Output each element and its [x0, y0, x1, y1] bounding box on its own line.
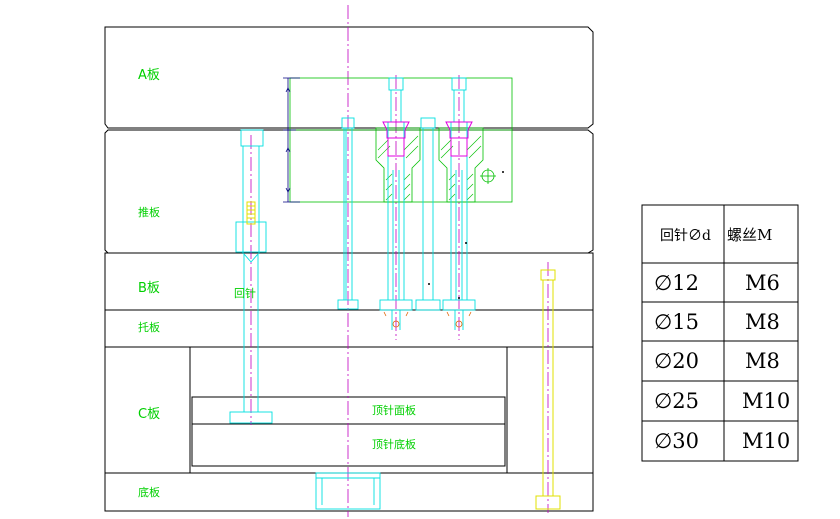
cavity-insert-2 — [445, 121, 473, 157]
reference-dot — [502, 171, 504, 173]
return-pin — [229, 129, 273, 424]
table-header-pin: 回针∅d — [660, 228, 711, 244]
table-cell-m: M10 — [742, 429, 790, 453]
support-plate-label: 托板 — [138, 320, 160, 334]
spec-table: 回针∅d 螺丝M ∅12 M6 ∅15 M8 ∅20 M8 ∅25 M10 ∅3… — [641, 204, 799, 462]
b-plate-label: B板 — [138, 281, 160, 296]
a-plate — [104, 26, 594, 129]
table-cell-m: M8 — [745, 349, 780, 373]
stripper-plate — [104, 129, 594, 254]
c-plate-cavity — [189, 346, 508, 474]
insert-hatching — [377, 135, 482, 201]
bottom-plate-label: 底板 — [138, 485, 160, 499]
table-header-screw: 螺丝M — [727, 226, 772, 244]
ejector-plate — [191, 423, 506, 467]
ejector-retainer-plate — [191, 396, 506, 425]
stripper-plate-label: 推板 — [138, 205, 160, 219]
cavity-insert-1 — [382, 121, 410, 157]
table-cell-d: ∅20 — [654, 349, 699, 373]
locating-bushing — [315, 472, 381, 510]
bottom-plate — [104, 472, 594, 512]
a-plate-label: A板 — [138, 68, 160, 83]
table-cell-d: ∅12 — [654, 271, 699, 295]
b-plate — [104, 252, 594, 311]
middle-pin — [415, 117, 441, 311]
clamping-screw — [535, 269, 561, 510]
pin-tip-marker-2 — [455, 320, 463, 328]
ejector-pin-left — [337, 117, 359, 310]
return-pin-screw — [246, 201, 256, 225]
table-cell-d: ∅25 — [654, 389, 699, 413]
pin-tip-marker-1 — [392, 320, 400, 328]
table-cell-m: M8 — [745, 310, 780, 334]
ejector-retainer-label: 顶针面板 — [372, 403, 416, 417]
insert-housing-left — [375, 127, 421, 203]
insert-housing-right — [438, 127, 484, 203]
ejector-plate-label: 顶针底板 — [372, 437, 416, 451]
support-plate — [104, 309, 594, 348]
table-cell-d: ∅30 — [654, 429, 699, 453]
c-plate — [104, 346, 594, 474]
c-plate-label: C板 — [138, 407, 160, 422]
table-cell-m: M6 — [745, 271, 780, 295]
table-cell-d: ∅15 — [654, 310, 699, 334]
table-cell-m: M10 — [742, 389, 790, 413]
return-pin-label: 回针 — [234, 286, 256, 300]
